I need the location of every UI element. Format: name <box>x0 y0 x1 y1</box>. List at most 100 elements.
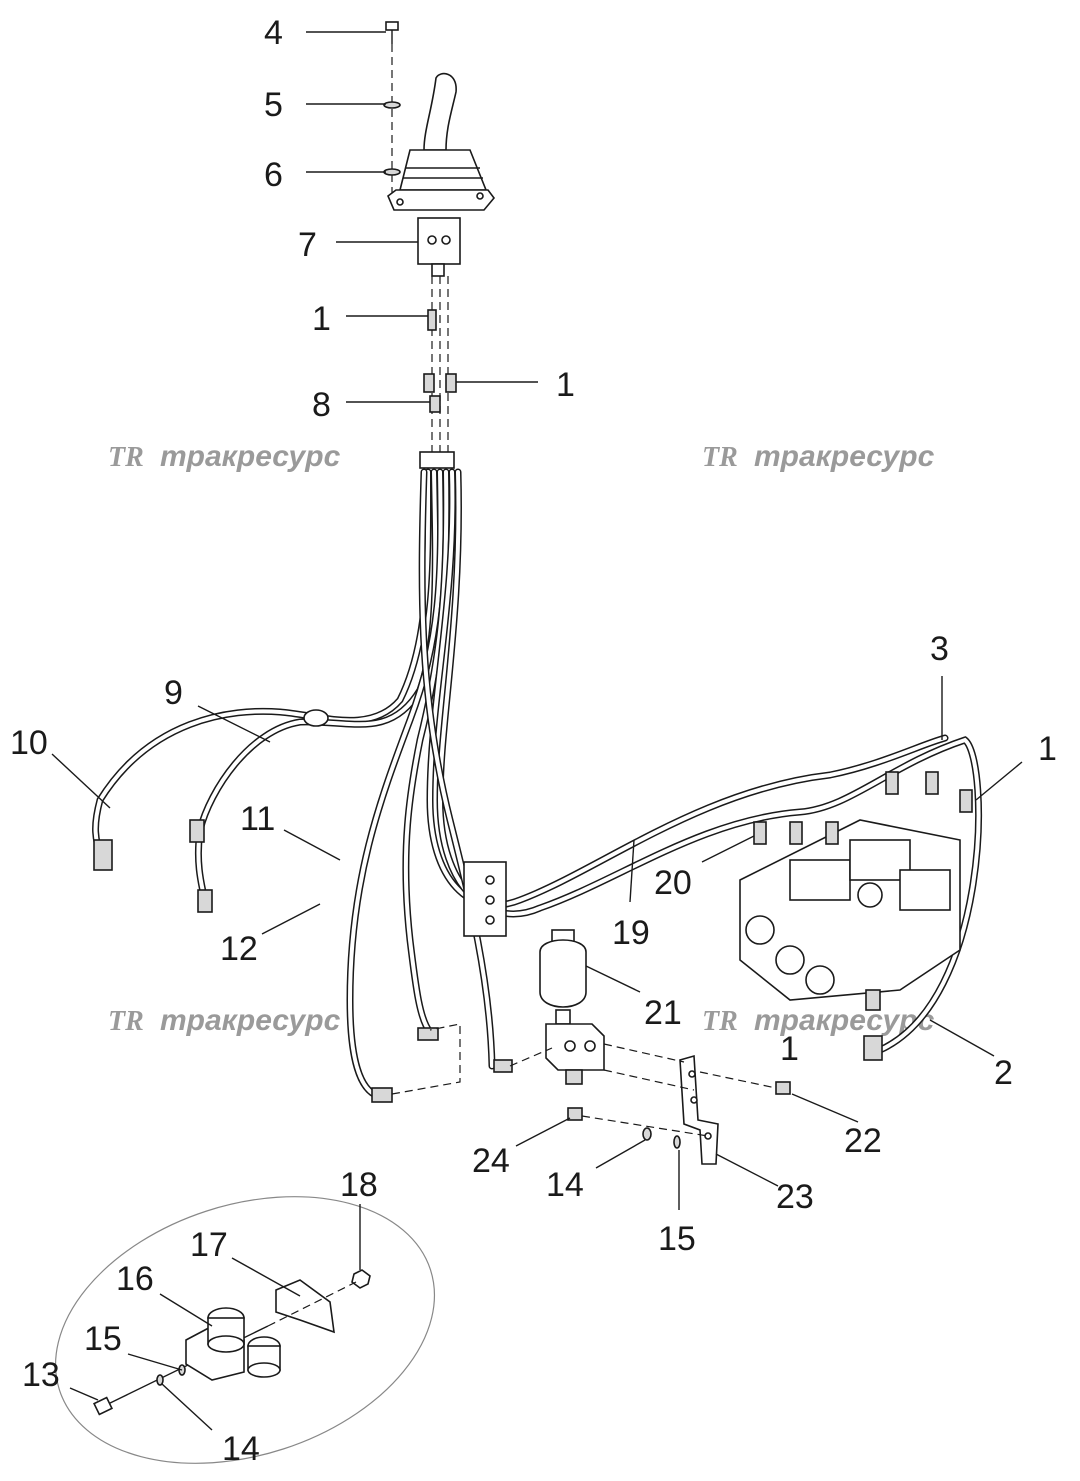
leader-17 <box>231 1257 301 1297</box>
bolt-22 <box>775 1081 791 1095</box>
adapter-1 <box>423 373 435 393</box>
callout-4: 4 <box>264 14 283 52</box>
leader-13 <box>69 1387 99 1401</box>
leader-21 <box>585 965 641 993</box>
callout-14: 14 <box>546 1166 584 1204</box>
callout-12: 12 <box>220 930 258 968</box>
leader-16 <box>159 1293 213 1327</box>
callout-14: 14 <box>222 1430 260 1468</box>
callout-17: 17 <box>190 1226 228 1264</box>
callout-1: 1 <box>312 300 331 338</box>
fitting-20 <box>753 821 767 845</box>
valve-section <box>899 869 951 911</box>
watermark-bottom-left: TR тракресурс <box>108 1004 341 1037</box>
control-valve <box>739 771 973 1011</box>
leader-12 <box>261 903 321 935</box>
bracket-hole <box>704 1132 712 1140</box>
leader-11 <box>283 829 341 861</box>
watermark-logo: TR <box>108 442 144 473</box>
leader-19 <box>629 839 635 903</box>
washer-6 <box>383 168 401 176</box>
washer-14 <box>156 1374 164 1386</box>
joystick-boot <box>398 149 488 191</box>
hose-12-inner <box>403 470 449 1034</box>
callout-16: 16 <box>116 1260 154 1298</box>
watermark-logo: TR <box>702 1006 738 1037</box>
watermark-text: тракресурс <box>754 440 935 473</box>
watermark-top-left: TR тракресурс <box>108 440 341 473</box>
callout-5: 5 <box>264 86 283 124</box>
callout-2: 2 <box>994 1054 1013 1092</box>
watermark-logo: TR <box>702 442 738 473</box>
clamp-half-17 <box>275 1279 335 1334</box>
leader-14b <box>161 1383 213 1431</box>
clamp-bolt <box>485 915 495 925</box>
leader-9 <box>197 705 271 743</box>
hose-9 <box>194 468 439 909</box>
leader-10 <box>51 753 111 809</box>
callout-22: 22 <box>844 1122 882 1160</box>
bracket-hole <box>690 1096 698 1104</box>
callouts: 4 5 6 7 1 1 8 3 1 9 10 11 12 20 19 21 1 … <box>10 14 1057 1468</box>
bracket-23 <box>679 1054 719 1165</box>
accumulator-neck <box>555 1009 571 1025</box>
detail-outline <box>54 1196 436 1464</box>
callout-1: 1 <box>1038 730 1057 768</box>
leader-2 <box>929 1019 995 1057</box>
hose-11-inner <box>347 470 443 1098</box>
bushing-16-bottom <box>247 1362 281 1378</box>
bushing-16-bottom <box>207 1335 245 1353</box>
hose-end-fitting <box>417 1027 439 1041</box>
callout-24: 24 <box>472 1142 510 1180</box>
fitting-1 <box>885 771 899 795</box>
assembly-axis <box>509 1047 553 1067</box>
bolt-head <box>385 21 399 31</box>
callout-15: 15 <box>658 1220 696 1258</box>
assembly-axis <box>267 1281 357 1327</box>
assembly-axis <box>581 1115 709 1137</box>
hose-end-fitting <box>493 1059 513 1073</box>
hose-end-fitting <box>863 1035 883 1061</box>
washer-5 <box>383 101 401 109</box>
callout-11: 11 <box>240 800 275 838</box>
valve-spool-end <box>805 965 835 995</box>
leader-22 <box>791 1093 859 1123</box>
callout-8: 8 <box>312 386 331 424</box>
valve-plug <box>857 882 883 908</box>
callout-20: 20 <box>654 864 692 902</box>
valve-port <box>427 235 437 245</box>
callout-3: 3 <box>930 630 949 668</box>
block-port <box>584 1040 596 1052</box>
fitting-20 <box>789 821 803 845</box>
bolt-13-head <box>93 1396 113 1416</box>
callout-6: 6 <box>264 156 283 194</box>
bracket-hole <box>688 1070 696 1078</box>
valve-section <box>789 859 851 901</box>
nut-18 <box>351 1269 371 1289</box>
plate-screw <box>476 192 484 200</box>
joystick-assembly <box>383 21 496 469</box>
washer-15 <box>673 1135 681 1149</box>
leader-lines <box>51 31 1023 1431</box>
clamp-bolt <box>485 895 495 905</box>
hose-connector-block <box>419 451 455 469</box>
valve-spool-end <box>745 915 775 945</box>
assembly-axis <box>603 1043 685 1063</box>
fitting-1 <box>959 789 973 813</box>
callout-15: 15 <box>84 1320 122 1358</box>
adapter-8 <box>429 395 441 413</box>
fitting-1 <box>865 989 881 1011</box>
hose-end-fitting <box>189 819 205 843</box>
assembly-axis <box>391 1023 461 1095</box>
leader-15b <box>127 1353 183 1371</box>
adapter-1 <box>427 309 437 331</box>
hose-clamp <box>463 861 507 937</box>
watermark-logo: TR <box>108 1006 144 1037</box>
washer-14 <box>642 1127 652 1141</box>
leader-24 <box>515 1117 571 1147</box>
plate-screw <box>396 198 404 206</box>
joystick-base-plate <box>387 189 496 211</box>
leader-23 <box>715 1153 779 1187</box>
